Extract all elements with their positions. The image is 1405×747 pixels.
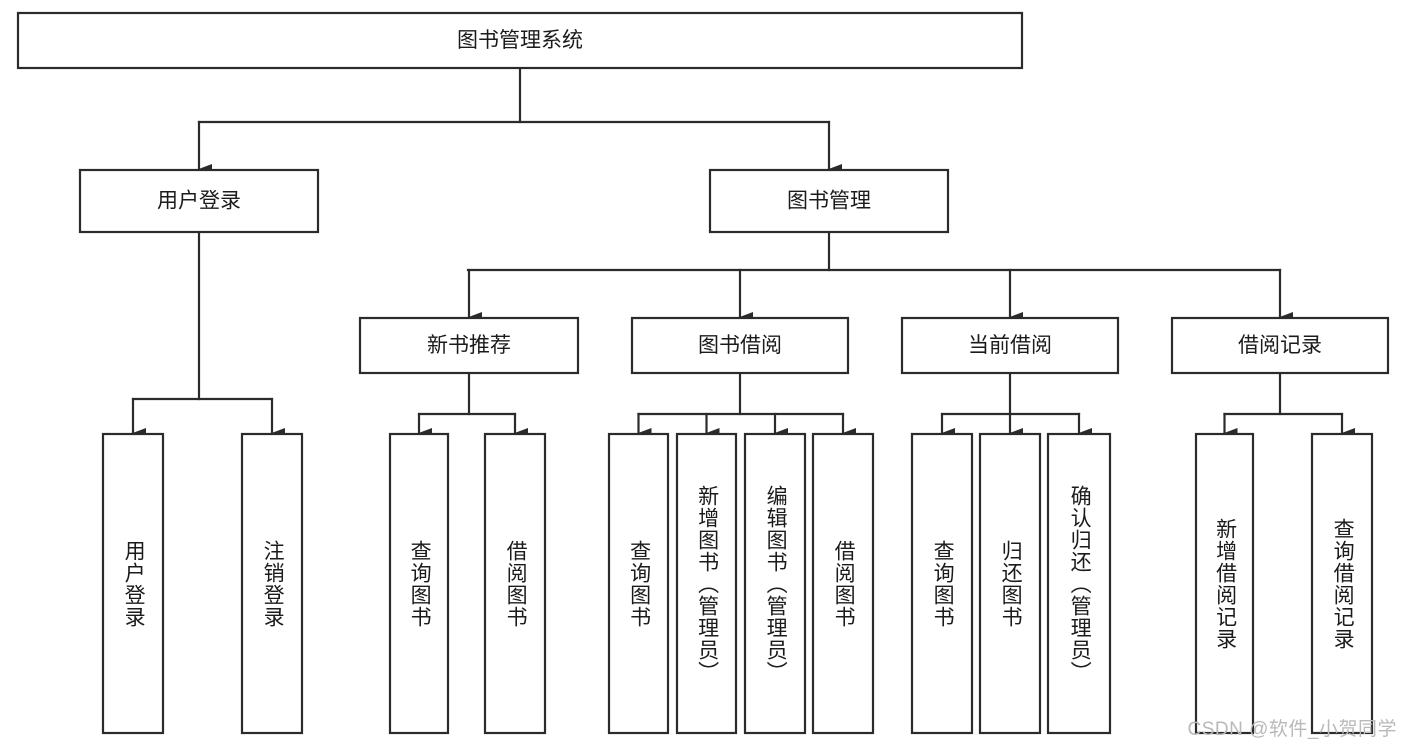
leaf-6-box[interactable]: [743, 432, 807, 735]
leaf-1-box[interactable]: [240, 432, 304, 735]
csdn-watermark: CSDN @软件_小贺同学: [1187, 719, 1397, 740]
level2-1-label: 图书管理: [787, 190, 871, 213]
leaf-8-box[interactable]: [910, 432, 974, 735]
level3-2-box[interactable]: [900, 316, 1120, 375]
leaf-12-box[interactable]: [1310, 432, 1374, 735]
leaf-11-box[interactable]: [1194, 432, 1255, 735]
level2-0-label: 用户登录: [157, 190, 241, 213]
level2-1-box[interactable]: [708, 168, 950, 234]
leaf-2-box[interactable]: [388, 432, 450, 735]
level3-2-label: 当前借阅: [968, 334, 1052, 357]
leaf-4-box[interactable]: [607, 432, 670, 735]
node-boxes: [16, 11, 1390, 735]
level3-3-box[interactable]: [1170, 316, 1390, 375]
leaf-0-box[interactable]: [101, 432, 165, 735]
connector-lines: [131, 66, 1355, 439]
leaf-5-box[interactable]: [675, 432, 738, 735]
root-0-box[interactable]: [16, 11, 1024, 70]
leaf-10-box[interactable]: [1046, 432, 1112, 735]
level3-0-label: 新书推荐: [427, 334, 511, 357]
leaf-7-box[interactable]: [811, 432, 875, 735]
level3-1-label: 图书借阅: [698, 334, 782, 357]
leaf-3-box[interactable]: [483, 432, 547, 735]
leaf-9-box[interactable]: [978, 432, 1042, 735]
level2-0-box[interactable]: [78, 168, 320, 234]
level3-0-box[interactable]: [358, 316, 580, 375]
level3-1-box[interactable]: [630, 316, 850, 375]
level3-3-label: 借阅记录: [1238, 334, 1322, 357]
root-0-label: 图书管理系统: [457, 29, 583, 52]
